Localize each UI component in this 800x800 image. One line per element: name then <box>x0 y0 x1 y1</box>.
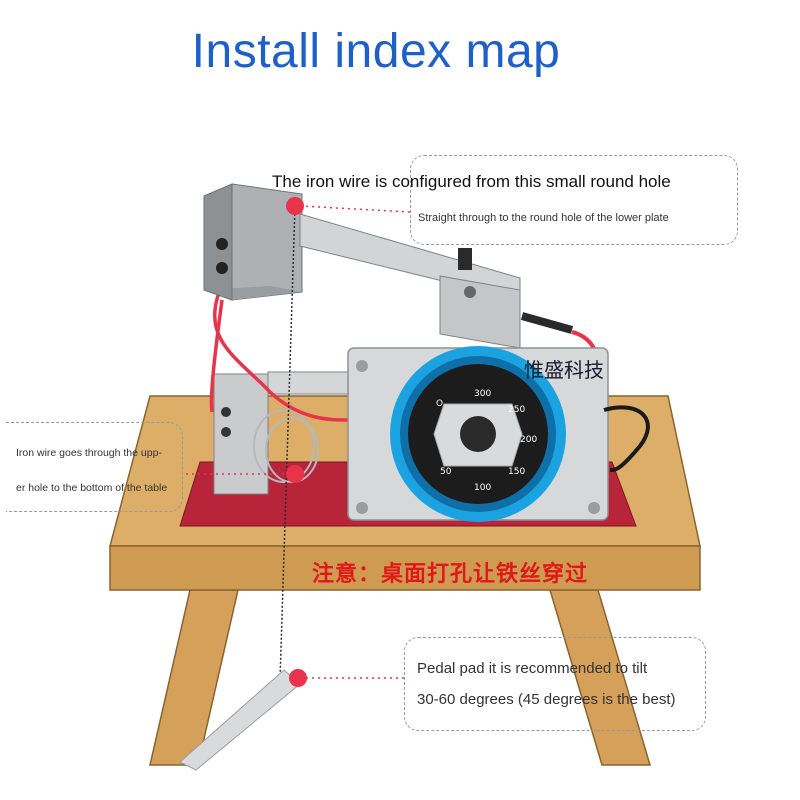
marker-pedal <box>289 669 307 687</box>
dial-label-300: 300 <box>474 389 491 399</box>
dial-label-250: 250 <box>508 405 525 415</box>
callout-bottom-box <box>404 637 706 731</box>
page-title: Install index map <box>191 25 561 78</box>
left-callout-line2: er hole to the bottom of the table <box>16 482 168 494</box>
table-notice: 注意：桌面打孔让铁丝穿过 <box>312 562 589 587</box>
temperature-dial: O 300 250 200 150 100 50 <box>390 346 566 522</box>
dial-label-100: 100 <box>474 483 491 493</box>
top-callout-line1: The iron wire is configured from this sm… <box>272 172 671 191</box>
marker-top-hole <box>286 197 304 215</box>
bottom-callout-line2: 30-60 degrees (45 degrees is the best) <box>417 691 676 708</box>
iron-wire <box>279 205 296 681</box>
red-markers <box>286 197 307 687</box>
brand-watermark: 惟盛科技 <box>524 358 604 382</box>
left-callout-line1: Iron wire goes through the upp- <box>16 447 162 459</box>
marker-table-hole <box>286 465 304 483</box>
dial-label-200: 200 <box>520 435 537 445</box>
red-wire-cable <box>209 289 349 422</box>
bottom-callout-line1: Pedal pad it is recommended to tilt <box>417 660 648 677</box>
top-callout-line2: Straight through to the round hole of th… <box>418 212 669 224</box>
callout-top-box <box>410 155 738 245</box>
leader-lines <box>186 205 411 679</box>
dial-label-150: 150 <box>508 467 525 477</box>
svg-text:O: O <box>436 399 443 409</box>
callout-left-box <box>6 422 183 512</box>
dial-label-50: 50 <box>440 467 452 477</box>
upper-arm <box>203 183 599 367</box>
